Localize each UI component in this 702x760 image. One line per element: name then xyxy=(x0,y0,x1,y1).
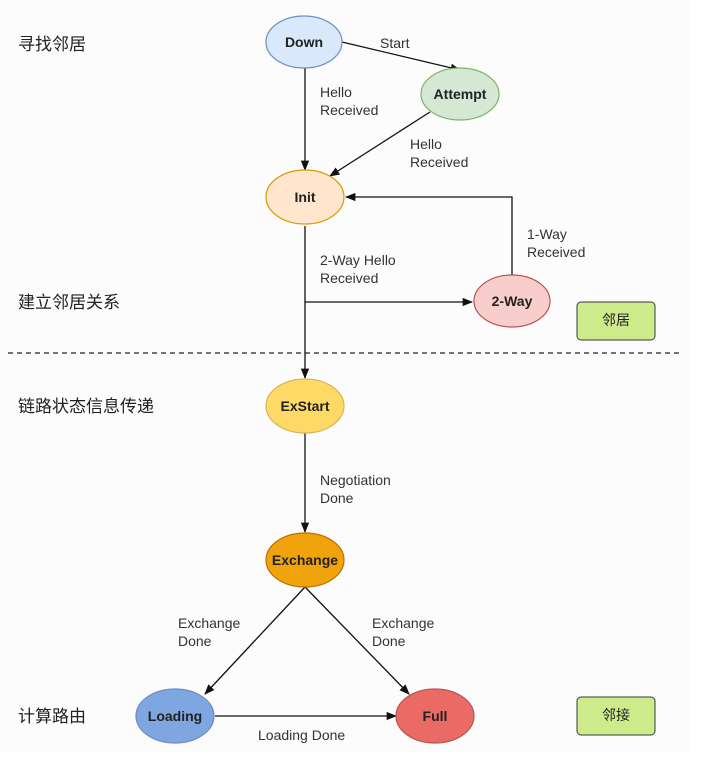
state-2way-shape xyxy=(473,274,551,328)
state-exchange-shape xyxy=(265,532,345,588)
state-2way: 2-Way xyxy=(473,274,551,328)
label-exchange-done-left-a: Exchange xyxy=(178,615,240,631)
state-exstart-shape xyxy=(265,378,345,434)
state-full-label: Full xyxy=(423,708,448,724)
adjacency-box-label: 邻接 xyxy=(602,707,630,724)
label-start: Start xyxy=(380,35,410,51)
label-exchange-done-right-a: Exchange xyxy=(372,615,434,631)
label-hello-received-2b: Received xyxy=(410,154,468,170)
label-2way-hello-a: 2-Way Hello xyxy=(320,252,396,268)
label-negotiation-a: Negotiation xyxy=(320,472,391,488)
neighbor-box: 邻居 xyxy=(576,301,656,341)
adjacency-box-shape xyxy=(576,696,656,736)
label-hello-received-1a: Hello xyxy=(320,84,352,100)
state-down-label: Down xyxy=(285,34,323,50)
label-exchange-done-left-b: Done xyxy=(178,633,212,649)
state-init: Init xyxy=(265,169,345,225)
state-attempt-label: Attempt xyxy=(434,86,487,102)
state-exchange-label: Exchange xyxy=(272,552,338,568)
edge-exchange-loading xyxy=(204,586,306,695)
stage-label-establish: 建立邻居关系 xyxy=(18,293,120,313)
state-down-shape xyxy=(265,15,343,69)
state-full: Full xyxy=(395,688,475,744)
label-negotiation-b: Done xyxy=(320,490,354,506)
label-1way-b: Received xyxy=(527,244,585,260)
diagram-background xyxy=(0,0,690,752)
state-exchange: Exchange xyxy=(265,532,345,588)
state-init-shape xyxy=(265,169,345,225)
state-loading: Loading xyxy=(135,688,215,744)
label-hello-received-2a: Hello xyxy=(410,136,442,152)
state-exstart-label: ExStart xyxy=(280,398,329,414)
state-attempt-shape xyxy=(420,67,500,121)
state-init-label: Init xyxy=(295,189,316,205)
edge-attempt-init xyxy=(329,111,431,177)
state-full-shape xyxy=(395,688,475,744)
edge-exchange-full xyxy=(304,586,410,695)
label-hello-received-1b: Received xyxy=(320,102,378,118)
neighbor-box-label: 邻居 xyxy=(602,313,630,329)
state-loading-shape xyxy=(135,688,215,744)
edge-down-attempt xyxy=(341,41,462,72)
edge-2way-init xyxy=(344,192,513,275)
stage-label-find: 寻找邻居 xyxy=(18,35,86,55)
state-loading-label: Loading xyxy=(148,708,202,724)
label-loading-done: Loading Done xyxy=(258,727,345,743)
state-2way-label: 2-Way xyxy=(492,293,533,309)
label-exchange-done-right-b: Done xyxy=(372,633,406,649)
state-down: Down xyxy=(265,15,343,69)
state-attempt: Attempt xyxy=(420,67,500,121)
stage-label-transfer: 链路状态信息传递 xyxy=(18,397,154,417)
adjacency-box: 邻接 xyxy=(576,696,656,736)
stage-label-compute: 计算路由 xyxy=(18,707,86,727)
neighbor-box-shape xyxy=(576,301,656,341)
state-exstart: ExStart xyxy=(265,378,345,434)
label-2way-hello-b: Received xyxy=(320,270,378,286)
label-1way-a: 1-Way xyxy=(527,226,567,242)
